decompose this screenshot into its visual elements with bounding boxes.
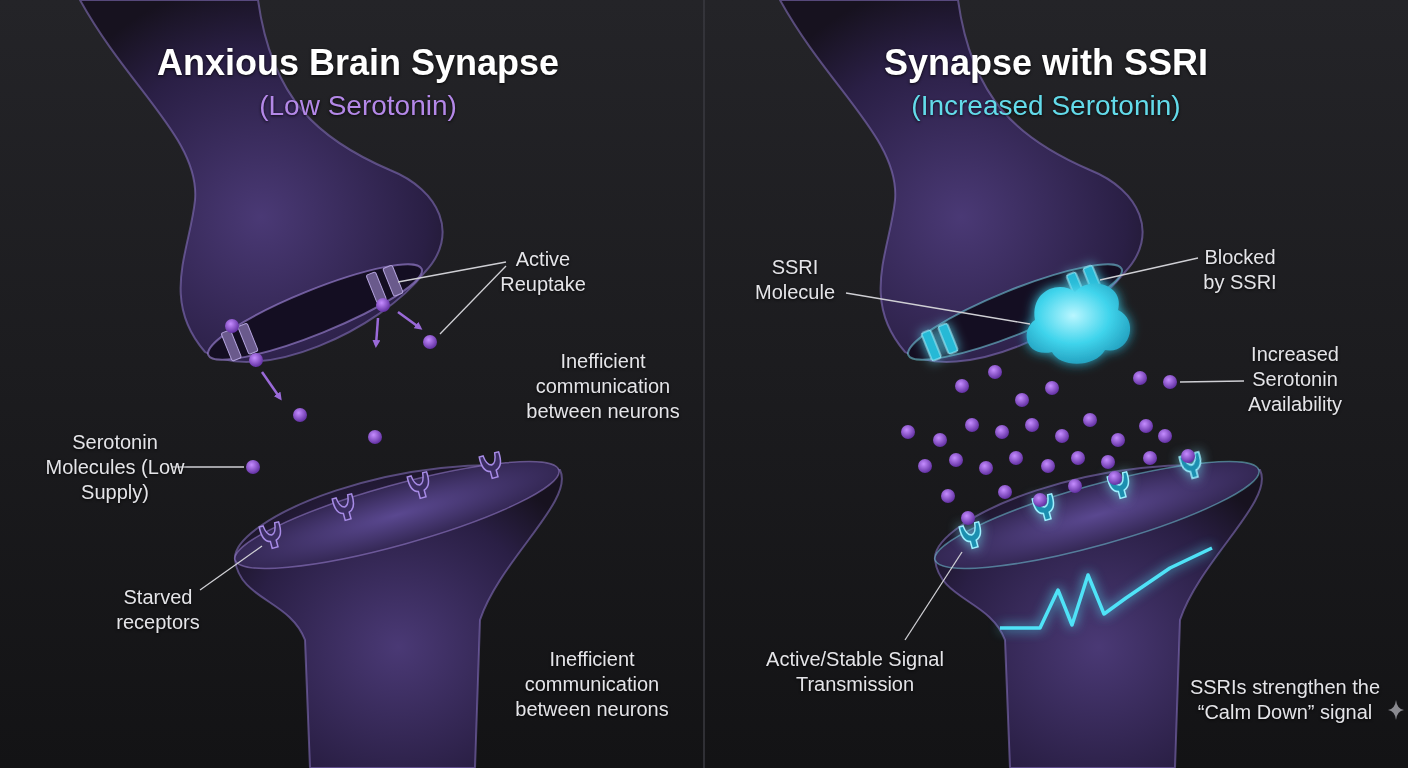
callout-label: Active Reuptake bbox=[493, 247, 593, 297]
serotonin-molecule bbox=[965, 418, 979, 432]
serotonin-molecule bbox=[961, 511, 975, 525]
serotonin-molecule bbox=[1083, 413, 1097, 427]
ssri-molecule bbox=[1027, 284, 1130, 364]
panel-divider bbox=[703, 0, 705, 768]
panel-heading: Anxious Brain Synapse bbox=[48, 40, 668, 85]
serotonin-molecule bbox=[1181, 449, 1195, 463]
panel-heading: Synapse with SSRI bbox=[736, 40, 1356, 85]
callout-label: Inefficient communication between neuron… bbox=[505, 647, 680, 722]
receptor bbox=[259, 522, 285, 550]
serotonin-molecule bbox=[225, 319, 239, 333]
leader-line bbox=[1100, 258, 1198, 280]
reuptake-transporter bbox=[366, 265, 403, 303]
callout-label: Serotonin Molecules (Low Supply) bbox=[45, 430, 185, 505]
serotonin-molecule bbox=[1111, 433, 1125, 447]
transporter-part bbox=[383, 265, 404, 297]
note-label: SSRIs strengthen the “Calm Down” signal bbox=[1183, 675, 1388, 725]
serotonin-molecule bbox=[979, 461, 993, 475]
presynaptic-membrane bbox=[200, 249, 430, 376]
receptor bbox=[1107, 472, 1133, 500]
serotonin-molecule bbox=[293, 408, 307, 422]
leader-line bbox=[905, 552, 962, 640]
callout-label: Active/Stable Signal Transmission bbox=[760, 647, 950, 697]
leader-line bbox=[200, 546, 262, 590]
callout-label: Increased Serotonin Availability bbox=[1230, 342, 1360, 417]
transporter-part bbox=[238, 323, 259, 355]
receptor bbox=[407, 472, 433, 500]
signal-trace bbox=[1000, 548, 1212, 628]
serotonin-molecule bbox=[918, 459, 932, 473]
serotonin-molecule bbox=[1101, 455, 1115, 469]
serotonin-molecule bbox=[995, 425, 1009, 439]
presynaptic-membrane bbox=[900, 249, 1130, 376]
leader-line bbox=[440, 266, 506, 334]
receptor bbox=[959, 522, 985, 550]
receptor bbox=[332, 494, 358, 522]
serotonin-molecule bbox=[933, 433, 947, 447]
serotonin-molecule bbox=[949, 453, 963, 467]
serotonin-molecule bbox=[1108, 471, 1122, 485]
postsynaptic-membrane bbox=[927, 441, 1267, 589]
leader-line bbox=[398, 262, 506, 282]
serotonin-molecule bbox=[901, 425, 915, 439]
serotonin-molecule bbox=[1033, 493, 1047, 507]
serotonin-molecule bbox=[423, 335, 437, 349]
callout-label: Blocked by SSRI bbox=[1195, 245, 1285, 295]
reuptake-arrow bbox=[376, 318, 378, 345]
panel-subheading: (Low Serotonin) bbox=[48, 88, 668, 123]
serotonin-molecule bbox=[998, 485, 1012, 499]
callout-label: Inefficient communication between neuron… bbox=[516, 349, 691, 424]
reuptake-arrow bbox=[398, 312, 420, 328]
receptor bbox=[479, 452, 505, 480]
reuptake-arrow bbox=[262, 372, 280, 398]
serotonin-molecule bbox=[368, 430, 382, 444]
serotonin-molecule bbox=[1163, 375, 1177, 389]
transporter-part bbox=[921, 330, 942, 362]
leader-line bbox=[1180, 381, 1244, 382]
serotonin-molecule bbox=[1068, 479, 1082, 493]
serotonin-molecule bbox=[1133, 371, 1147, 385]
serotonin-molecule bbox=[1045, 381, 1059, 395]
callout-label: SSRI Molecule bbox=[745, 255, 845, 305]
serotonin-molecule bbox=[246, 460, 260, 474]
serotonin-molecule bbox=[988, 365, 1002, 379]
serotonin-molecule bbox=[1041, 459, 1055, 473]
callout-label: Starved receptors bbox=[103, 585, 213, 635]
serotonin-molecule bbox=[1143, 451, 1157, 465]
serotonin-molecule bbox=[1158, 429, 1172, 443]
transporter-part bbox=[221, 330, 242, 362]
serotonin-molecule bbox=[1015, 393, 1029, 407]
postsynaptic-membrane bbox=[227, 441, 567, 589]
serotonin-molecule bbox=[955, 379, 969, 393]
serotonin-molecule bbox=[1139, 419, 1153, 433]
receptor bbox=[1032, 494, 1058, 522]
serotonin-molecule bbox=[249, 353, 263, 367]
serotonin-molecule bbox=[941, 489, 955, 503]
sparkle-mark bbox=[1388, 700, 1404, 720]
serotonin-molecule bbox=[1009, 451, 1023, 465]
blocked-transporter bbox=[921, 323, 958, 361]
leader-line bbox=[846, 293, 1030, 324]
serotonin-molecule bbox=[1025, 418, 1039, 432]
serotonin-molecule bbox=[1055, 429, 1069, 443]
serotonin-molecule bbox=[376, 298, 390, 312]
panel-subheading: (Increased Serotonin) bbox=[736, 88, 1356, 123]
transporter-part bbox=[938, 323, 959, 355]
serotonin-molecule bbox=[1071, 451, 1085, 465]
